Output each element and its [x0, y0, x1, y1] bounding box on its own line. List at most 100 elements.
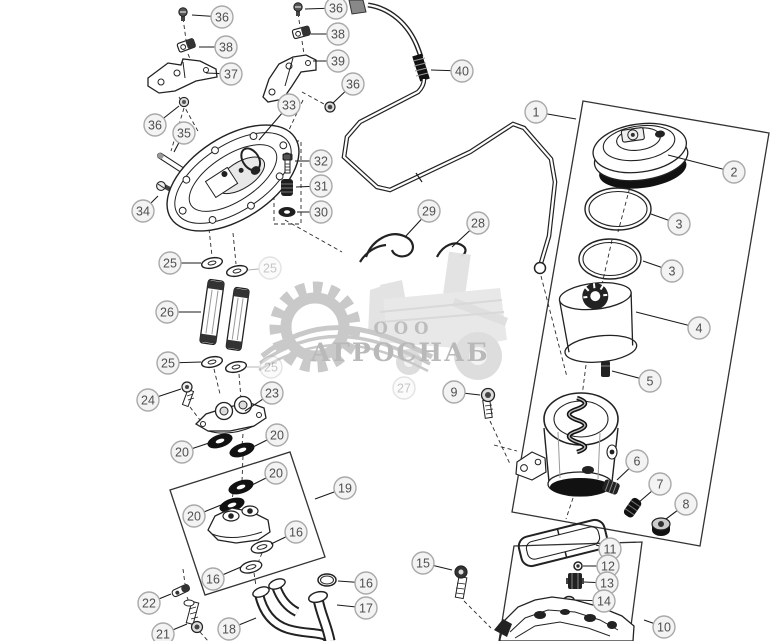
svg-text:20: 20: [187, 510, 201, 524]
part-washers-16: [239, 540, 274, 574]
watermark-ooo: ООО: [373, 319, 434, 338]
callout-14: 14: [574, 589, 616, 613]
callout-6: 6: [616, 449, 649, 481]
svg-text:3: 3: [676, 218, 683, 232]
callout-12: 12: [583, 554, 620, 578]
callout-21: 21: [151, 622, 188, 641]
part-nut-36d: [324, 101, 336, 113]
part-filter-element-4: [558, 282, 638, 363]
svg-text:28: 28: [471, 217, 485, 231]
svg-text:24: 24: [141, 394, 155, 408]
svg-text:11: 11: [604, 543, 617, 557]
callout-38: 38: [311, 22, 350, 46]
callout-26: 26: [155, 300, 201, 324]
part-hose-40: [348, 0, 430, 82]
panel-box-10: [498, 541, 643, 641]
svg-text:38: 38: [219, 41, 233, 55]
part-clip-29: [359, 233, 414, 263]
part-bolt-15: [454, 565, 468, 600]
part-bolt-24: [181, 381, 195, 408]
callout-36: 36: [143, 105, 180, 137]
callout-10: 10: [643, 615, 676, 639]
callout-27: 27: [392, 376, 416, 400]
part-bolt-9: [480, 387, 496, 419]
part-nut-12: [573, 561, 583, 571]
svg-text:20: 20: [269, 467, 283, 481]
svg-text:36: 36: [148, 119, 162, 133]
callout-3: 3: [650, 212, 691, 236]
part-oring-16: [317, 573, 337, 587]
callout-28: 28: [451, 211, 490, 248]
callout-33: 33: [258, 93, 301, 141]
callout-37: 37: [205, 62, 243, 86]
svg-text:3: 3: [669, 265, 676, 279]
callout-1: 1: [524, 100, 577, 124]
svg-text:37: 37: [224, 68, 238, 82]
part-filter-housing: [515, 392, 619, 497]
callout-19: 19: [314, 476, 357, 500]
callout-18: 18: [217, 617, 257, 641]
part-plug-31: [281, 179, 293, 196]
part-nut-36b: [178, 96, 190, 108]
svg-text:30: 30: [314, 206, 328, 220]
part-screw-36c: [293, 2, 303, 16]
callout-36: 36: [332, 72, 365, 104]
part-tube-26a: [199, 278, 225, 346]
part-clip-28: [436, 242, 467, 258]
callout-2: 2: [667, 154, 746, 184]
svg-text:34: 34: [136, 205, 150, 219]
svg-text:12: 12: [601, 560, 615, 574]
watermark: ООО АГРОСНАБ: [258, 251, 508, 380]
svg-text:5: 5: [647, 375, 654, 389]
part-oring-3a: [584, 187, 652, 231]
svg-text:4: 4: [696, 322, 703, 336]
part-spring-7: [623, 497, 642, 518]
svg-text:29: 29: [422, 205, 436, 219]
part-bracket-39: [262, 54, 317, 103]
callout-9: 9: [442, 380, 481, 404]
callout-17: 17: [336, 596, 378, 620]
svg-text:6: 6: [634, 455, 641, 469]
svg-text:36: 36: [346, 78, 360, 92]
callout-7: 7: [637, 472, 672, 504]
callout-25: 25: [156, 351, 202, 375]
svg-text:35: 35: [177, 127, 191, 141]
part-oring-3b: [578, 238, 642, 280]
callout-22: 22: [137, 591, 172, 615]
part-clamp-38a: [176, 38, 196, 53]
callout-16: 16: [337, 571, 378, 595]
callout-4: 4: [635, 311, 711, 340]
part-filter-cap-2: [592, 122, 689, 189]
svg-text:20: 20: [175, 446, 189, 460]
svg-text:16: 16: [359, 577, 373, 591]
svg-text:8: 8: [683, 498, 690, 512]
callout-32: 32: [295, 149, 333, 173]
panel-box-1: [511, 100, 770, 547]
callout-40: 40: [430, 59, 474, 83]
part-bolt-21: [183, 599, 204, 634]
callout-29: 29: [404, 199, 441, 238]
part-plug-6: [602, 479, 620, 495]
watermark-agrosnab: АГРОСНАБ: [310, 338, 489, 367]
part-tube-26b: [225, 286, 250, 351]
callout-25: 25: [247, 256, 282, 280]
callout-25: 25: [158, 251, 201, 275]
callout-5: 5: [611, 369, 662, 393]
part-fitting-13: [566, 573, 584, 589]
svg-text:20: 20: [270, 429, 284, 443]
callout-16: 16: [270, 520, 308, 545]
svg-text:1: 1: [533, 106, 540, 120]
callout-13: 13: [583, 571, 619, 595]
callout-36: 36: [304, 0, 348, 20]
svg-text:39: 39: [331, 55, 345, 69]
callout-34: 34: [131, 195, 159, 223]
svg-text:14: 14: [597, 595, 611, 609]
svg-text:9: 9: [451, 386, 458, 400]
svg-text:25: 25: [163, 257, 177, 271]
svg-text:16: 16: [206, 573, 220, 587]
part-ypipe-18: [252, 578, 334, 641]
part-cover-plate-33: [166, 124, 300, 232]
svg-text:32: 32: [314, 155, 328, 169]
callout-30: 30: [297, 200, 333, 224]
